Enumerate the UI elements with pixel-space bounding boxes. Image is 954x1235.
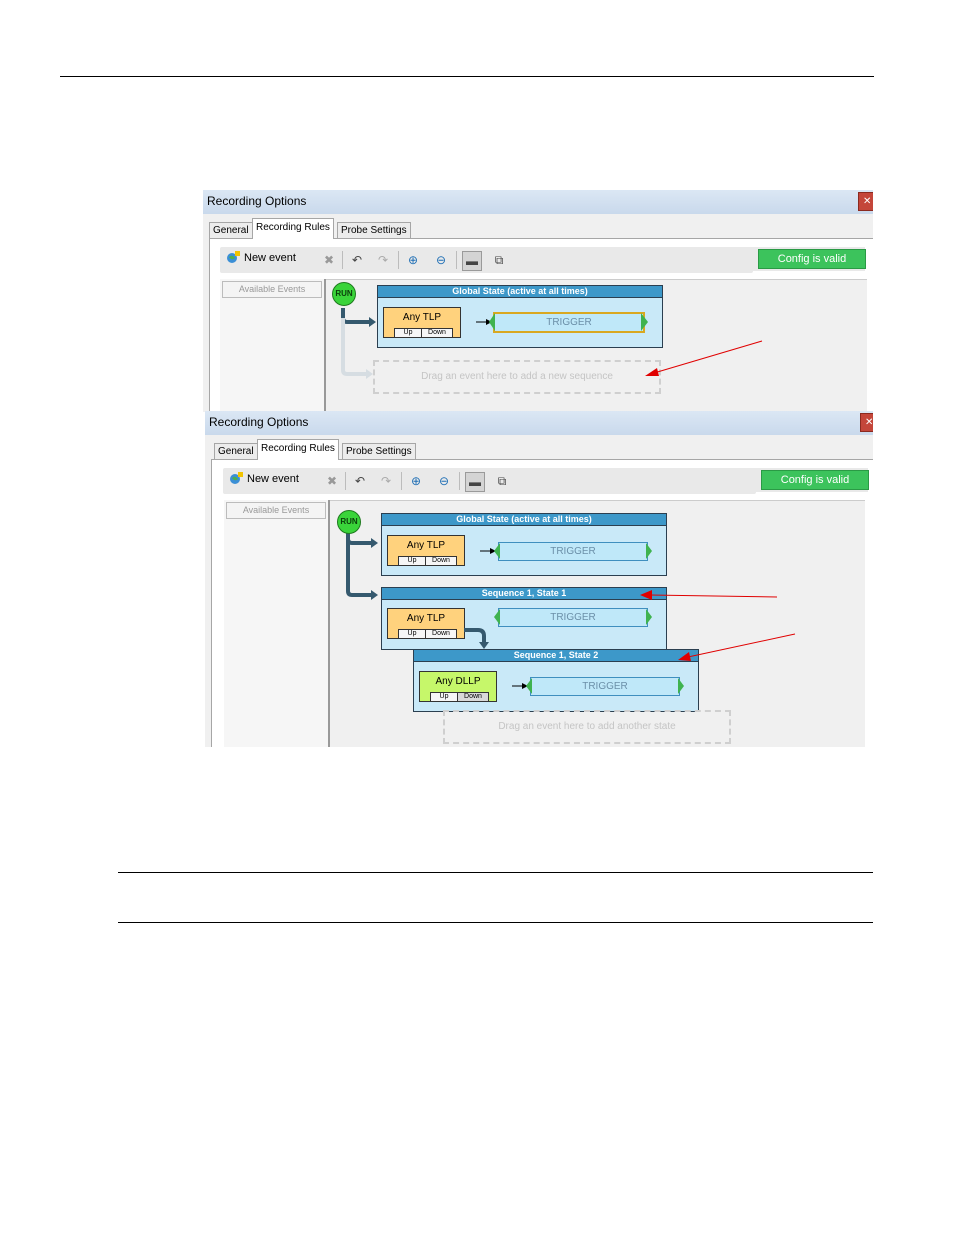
recording-options-window-bottom: Recording Options ✕ General Recording Ru… <box>205 411 873 747</box>
new-event-label: New event <box>244 252 296 264</box>
toolbar-separator <box>456 251 457 269</box>
up-button[interactable]: Up <box>398 556 426 566</box>
window-title: Recording Options <box>207 194 307 208</box>
tab-general[interactable]: General <box>214 443 258 460</box>
status-area: Config is valid <box>754 468 869 492</box>
tab-recording-rules[interactable]: Recording Rules <box>257 439 339 460</box>
rules-canvas[interactable]: RUN Global State (active at all times) A… <box>330 500 865 747</box>
event-edge-buttons: Up Down <box>430 692 489 702</box>
available-events-pane: Available Events <box>224 500 330 747</box>
recording-options-window-top: Recording Options ✕ General Recording Ru… <box>203 190 873 412</box>
config-valid-badge: Config is valid <box>761 470 869 490</box>
zoom-out-icon[interactable]: ⊖ <box>438 474 450 488</box>
new-event-button[interactable]: New event <box>229 472 299 485</box>
trigger-action[interactable]: TRIGGER <box>493 312 645 333</box>
up-button[interactable]: Up <box>430 692 458 702</box>
recording-rules-panel: New event ✖ ↶ ↷ ⊕ ⊖ ▬ ⧉ Config is valid … <box>209 238 873 412</box>
event-edge-buttons: Up Down <box>398 556 457 566</box>
zoom-in-icon[interactable]: ⊕ <box>410 474 422 488</box>
down-button[interactable]: Down <box>425 556 457 566</box>
state-header: Sequence 1, State 1 <box>382 588 666 600</box>
event-label: Any TLP <box>406 540 446 551</box>
export-icon[interactable]: ⧉ <box>494 253 504 267</box>
run-button[interactable]: RUN <box>332 282 356 306</box>
delete-icon[interactable]: ✖ <box>323 253 335 267</box>
rules-canvas[interactable]: RUN Global State (active at all times) A… <box>326 279 867 412</box>
new-event-icon <box>230 472 243 484</box>
delete-icon[interactable]: ✖ <box>326 474 338 488</box>
down-button[interactable]: Down <box>457 692 489 702</box>
trigger-action[interactable]: TRIGGER <box>498 608 648 627</box>
status-area: Config is valid <box>751 247 866 271</box>
new-event-button[interactable]: New event <box>226 251 296 264</box>
window-title: Recording Options <box>209 415 309 429</box>
toolbar-separator <box>398 251 399 269</box>
up-button[interactable]: Up <box>398 629 426 639</box>
event-any-tlp[interactable]: Any TLP Up Down <box>387 535 465 566</box>
export-icon[interactable]: ⧉ <box>497 474 507 488</box>
state-header: Global State (active at all times) <box>378 286 662 298</box>
global-state-box[interactable]: Global State (active at all times) Any T… <box>377 285 663 348</box>
state-header: Sequence 1, State 2 <box>414 650 698 662</box>
event-label: Any TLP <box>402 312 442 323</box>
new-state-drop-zone[interactable]: Drag an event here to add another state <box>443 710 731 744</box>
state-header: Global State (active at all times) <box>382 514 666 526</box>
tab-recording-rules[interactable]: Recording Rules <box>252 218 334 239</box>
available-events-pane: Available Events <box>220 279 326 412</box>
available-events-label: Available Events <box>226 502 326 519</box>
event-edge-buttons: Up Down <box>398 629 457 639</box>
toolbar: New event ✖ ↶ ↷ ⊕ ⊖ ▬ ⧉ <box>223 468 756 494</box>
toolbar-separator <box>342 251 343 269</box>
close-icon[interactable]: ✕ <box>858 192 873 211</box>
trigger-action[interactable]: TRIGGER <box>530 677 680 696</box>
global-state-box[interactable]: Global State (active at all times) Any T… <box>381 513 667 576</box>
redo-icon[interactable]: ↷ <box>377 253 389 267</box>
sequence1-state2-box[interactable]: Sequence 1, State 2 Any DLLP Up Down TRI… <box>413 649 699 712</box>
event-label: Any TLP <box>406 613 446 624</box>
trigger-action[interactable]: TRIGGER <box>498 542 648 561</box>
event-any-dllp[interactable]: Any DLLP Up Down <box>419 671 497 702</box>
sequence1-state1-box[interactable]: Sequence 1, State 1 Any TLP Up Down TRIG… <box>381 587 667 650</box>
zoom-in-icon[interactable]: ⊕ <box>407 253 419 267</box>
tab-probe-settings[interactable]: Probe Settings <box>337 222 411 239</box>
event-label: Any DLLP <box>435 676 481 687</box>
config-valid-badge: Config is valid <box>758 249 866 269</box>
zoom-out-icon[interactable]: ⊖ <box>435 253 447 267</box>
note-bottom-rule <box>118 922 873 923</box>
title-bar: Recording Options ✕ <box>203 190 873 214</box>
new-sequence-drop-zone[interactable]: Drag an event here to add a new sequence <box>373 360 661 394</box>
toolbar-separator <box>459 472 460 490</box>
event-edge-buttons: Up Down <box>394 328 453 338</box>
tab-probe-settings[interactable]: Probe Settings <box>342 443 416 460</box>
down-button[interactable]: Down <box>425 629 457 639</box>
down-button[interactable]: Down <box>421 328 453 338</box>
recording-rules-panel: New event ✖ ↶ ↷ ⊕ ⊖ ▬ ⧉ Config is valid … <box>211 459 873 747</box>
available-events-label: Available Events <box>222 281 322 298</box>
page-top-rule <box>60 76 874 77</box>
event-any-tlp[interactable]: Any TLP Up Down <box>387 608 465 639</box>
toolbar: New event ✖ ↶ ↷ ⊕ ⊖ ▬ ⧉ <box>220 247 753 273</box>
toolbar-separator <box>345 472 346 490</box>
layout-icon[interactable]: ▬ <box>462 251 482 271</box>
event-any-tlp[interactable]: Any TLP Up Down <box>383 307 461 338</box>
tab-general[interactable]: General <box>209 222 253 239</box>
redo-icon[interactable]: ↷ <box>380 474 392 488</box>
layout-icon[interactable]: ▬ <box>465 472 485 492</box>
note-top-rule <box>118 872 873 873</box>
up-button[interactable]: Up <box>394 328 422 338</box>
new-event-label: New event <box>247 473 299 485</box>
toolbar-separator <box>401 472 402 490</box>
title-bar: Recording Options ✕ <box>205 411 873 435</box>
run-button[interactable]: RUN <box>337 510 361 534</box>
close-icon[interactable]: ✕ <box>860 413 873 432</box>
undo-icon[interactable]: ↶ <box>351 253 363 267</box>
new-event-icon <box>227 251 240 263</box>
undo-icon[interactable]: ↶ <box>354 474 366 488</box>
